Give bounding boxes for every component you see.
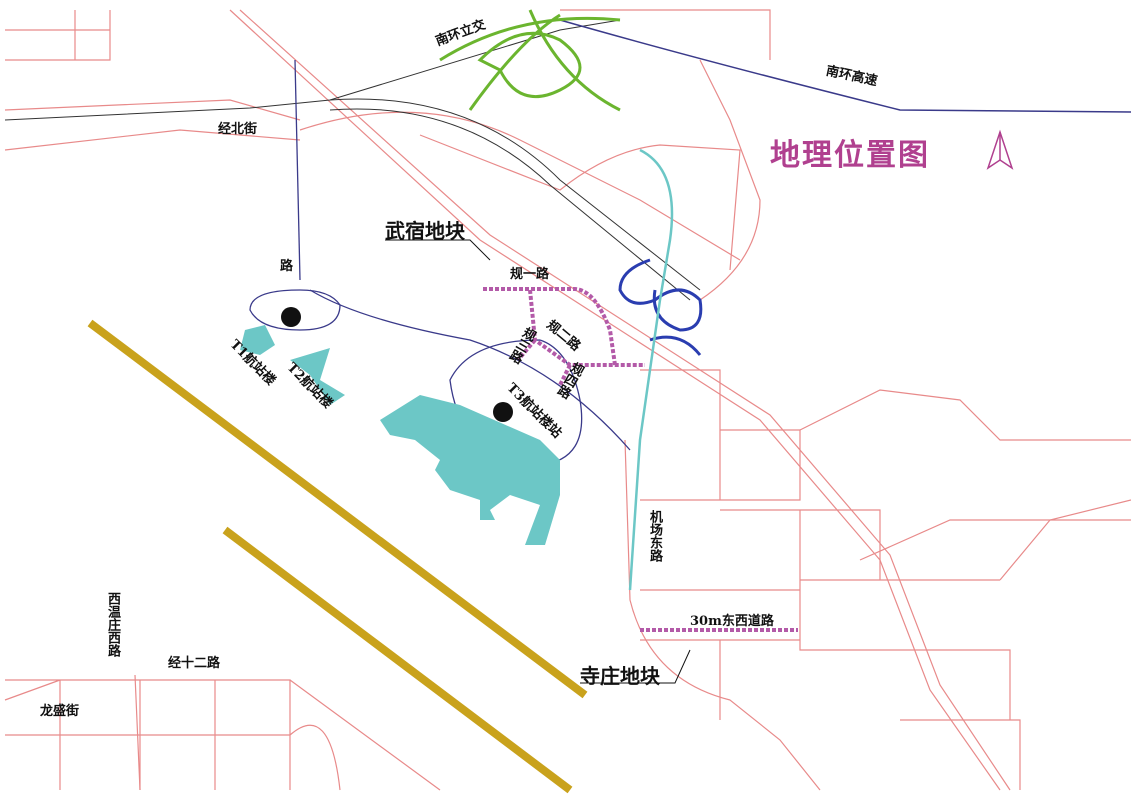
metro-station-icon (281, 307, 301, 327)
north-arrow-icon (986, 129, 1014, 170)
rail-lines (4, 19, 701, 301)
t1-terminal (240, 325, 275, 355)
blue-interchange (618, 258, 703, 356)
label-xiwenzhuang-west-road: 西温庄西路 (105, 592, 120, 657)
metro-station-icon (493, 402, 513, 422)
label-road-partial: 路 (280, 259, 294, 274)
map-title: 地理位置图 (770, 138, 930, 173)
label-longsheng-street: 龙盛街 (40, 704, 80, 719)
label-jingbei-street: 经北街 (218, 122, 258, 137)
runways (87, 319, 588, 794)
runway-north (87, 319, 588, 699)
road-network (4, 9, 1131, 791)
label-sizhuang-parcel: 寺庄地块 (580, 664, 660, 688)
label-gui1-road: 规一路 (510, 267, 550, 282)
airport-east-road-line (628, 148, 674, 591)
nanhuan-expressway-line (559, 19, 1131, 113)
leader-lines (385, 239, 691, 684)
gui3-road (516, 338, 537, 362)
gui4-road (558, 364, 572, 386)
metro-station-icons (281, 307, 513, 422)
gui1-road (483, 287, 617, 366)
label-wusu-parcel: 武宿地块 (385, 219, 465, 243)
t3-terminal (380, 395, 560, 545)
terminal-buildings (240, 325, 560, 545)
nanhuan-interchange (439, 9, 621, 112)
label-jing12-road: 经十二路 (168, 656, 221, 671)
airport-loop-roads (249, 59, 631, 466)
t2-terminal (290, 348, 345, 405)
label-airport-east-road: 机场东路 (647, 510, 662, 562)
planned-roads (483, 287, 798, 632)
gui2-road (528, 289, 645, 367)
label-east-west-road: 30m东西道路 (690, 614, 774, 629)
runway-south (222, 526, 573, 794)
